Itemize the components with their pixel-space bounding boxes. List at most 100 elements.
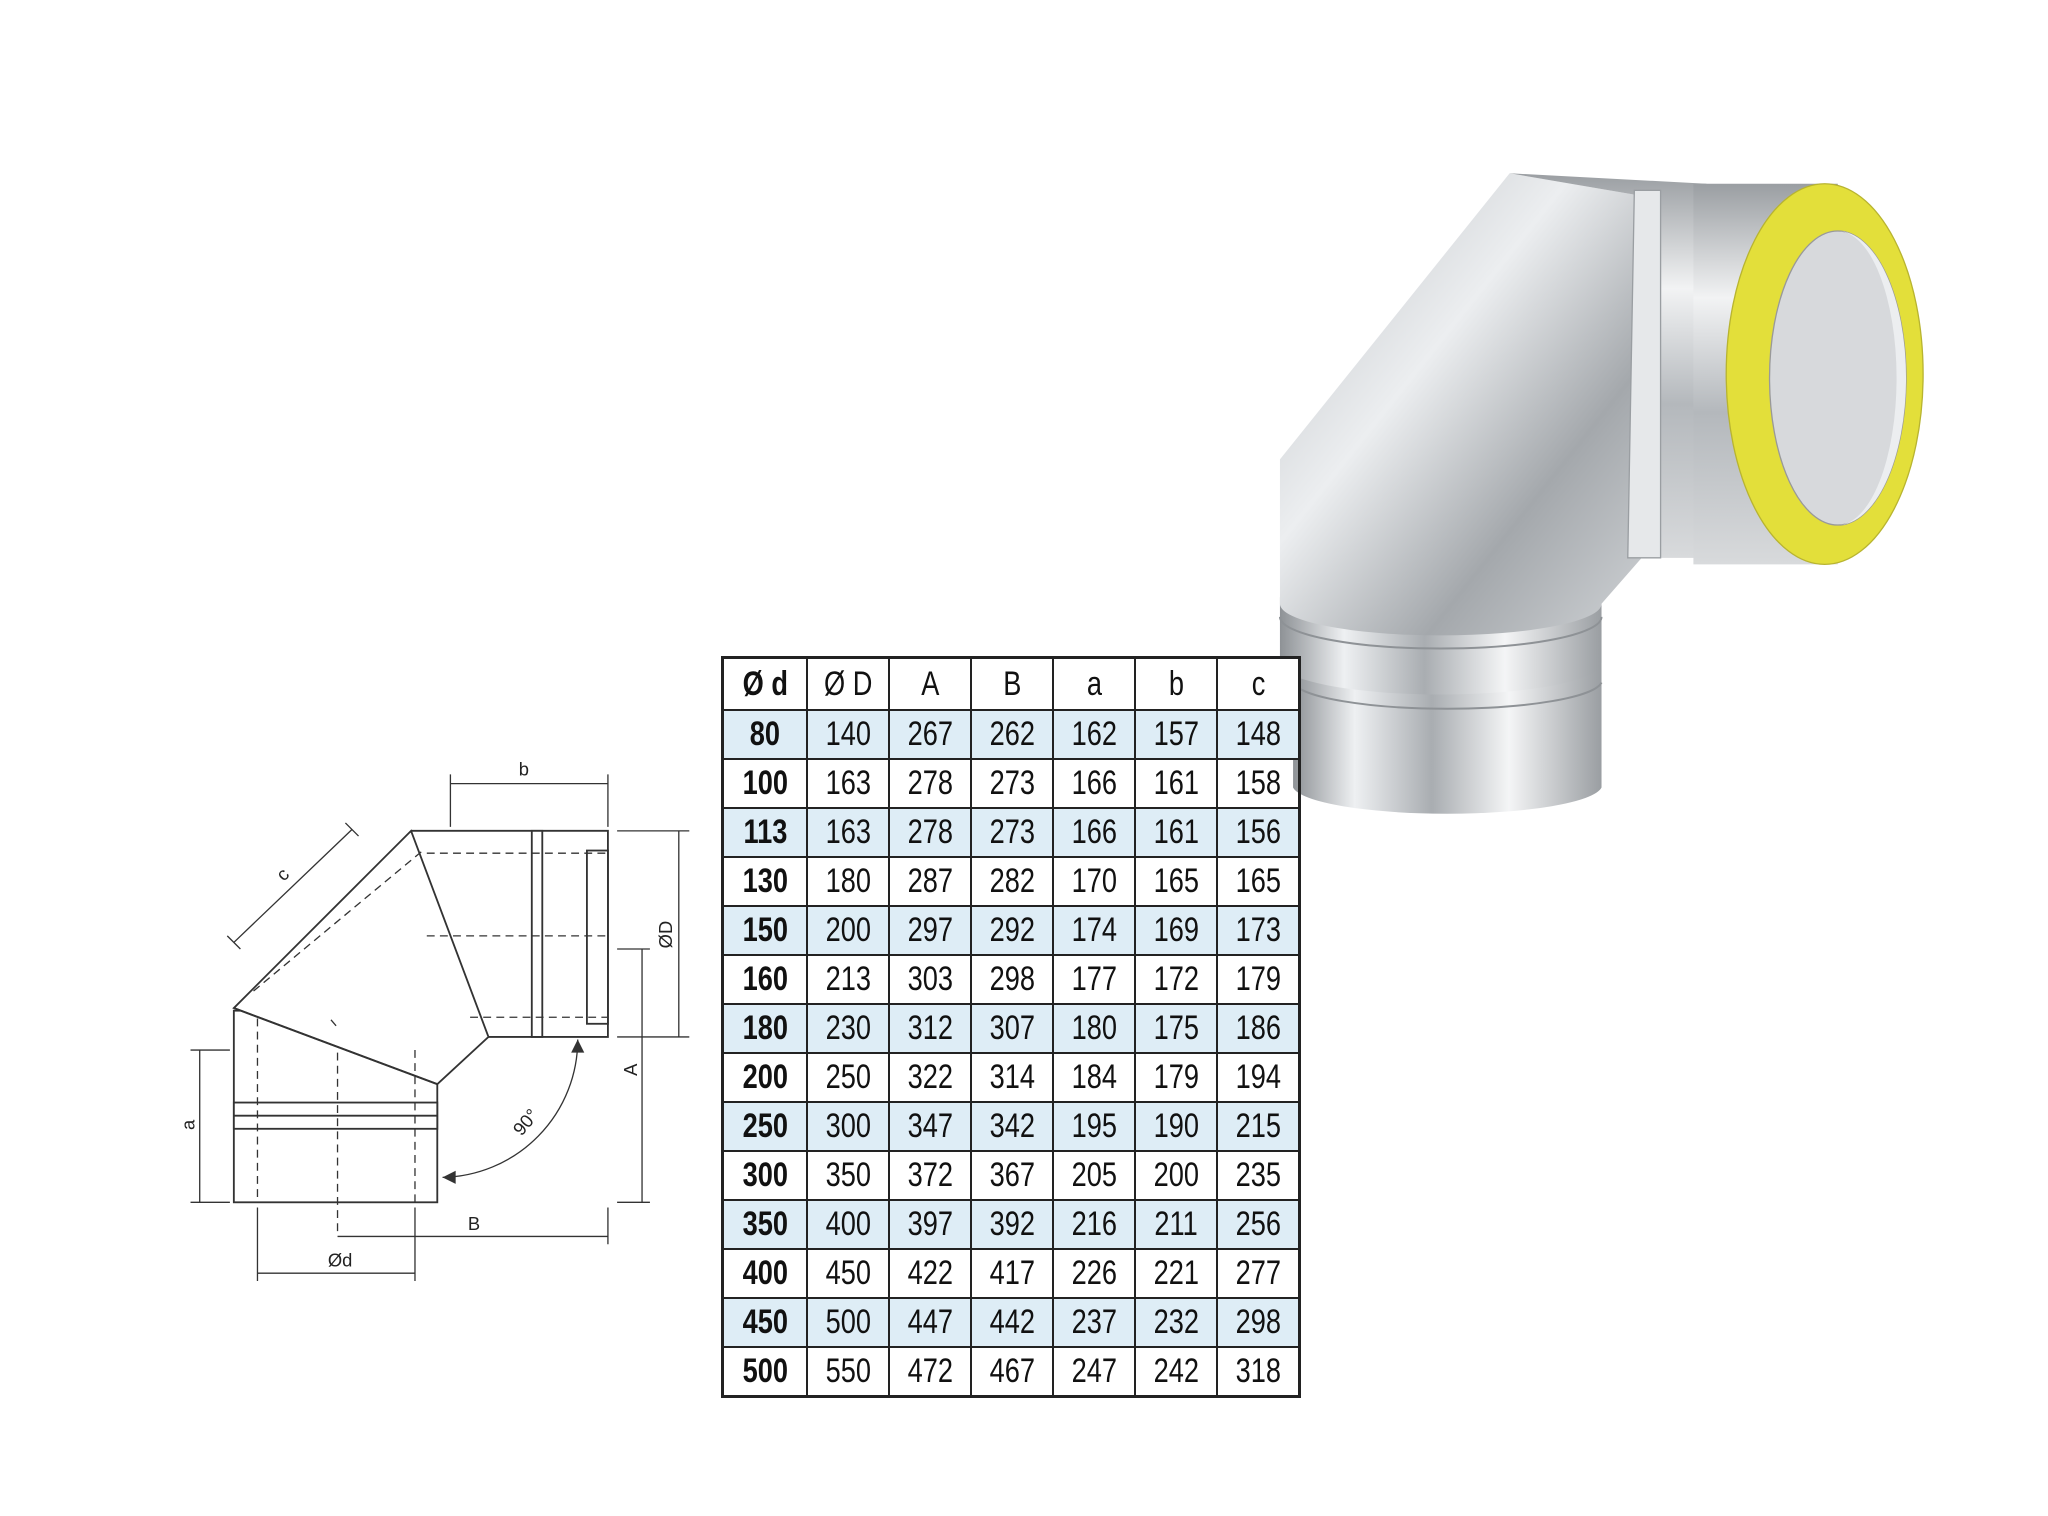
cell-value: 292	[989, 911, 1035, 949]
cell-value: 397	[907, 1205, 953, 1243]
right-band	[530, 829, 544, 1038]
table-cell: 314	[970, 1052, 1054, 1103]
cell-value: 157	[1153, 715, 1199, 753]
table-cell: 400	[806, 1199, 890, 1250]
table-cell: 174	[1052, 905, 1136, 956]
table-cell: 247	[1052, 1346, 1136, 1398]
column-header: a	[1052, 656, 1136, 711]
cell-value: 180	[1071, 1009, 1117, 1047]
table-cell: 175	[1134, 1003, 1218, 1054]
table-cell: 205	[1052, 1150, 1136, 1201]
cell-value: 273	[989, 764, 1035, 802]
cell-value: 322	[907, 1058, 953, 1096]
cell-value: 180	[825, 862, 871, 900]
label-B: B	[468, 1213, 480, 1234]
table-cell: 500	[806, 1297, 890, 1348]
column-header-label: c	[1251, 664, 1265, 703]
table-cell: 211	[1134, 1199, 1218, 1250]
cell-value: 169	[1153, 911, 1199, 949]
table-cell: 256	[1216, 1199, 1301, 1250]
table-cell: 177	[1052, 954, 1136, 1005]
table-cell: 179	[1134, 1052, 1218, 1103]
cell-value: 372	[907, 1156, 953, 1194]
cell-value: 213	[825, 960, 871, 998]
table-cell: 392	[970, 1199, 1054, 1250]
cell-value: 298	[989, 960, 1035, 998]
table-cell: 467	[970, 1346, 1054, 1398]
table-cell: 442	[970, 1297, 1054, 1348]
table-cell: 165	[1134, 856, 1218, 907]
cell-value: 162	[1071, 715, 1117, 753]
table-cell: 166	[1052, 807, 1136, 858]
column-header: A	[888, 656, 972, 711]
cell-value: 205	[1071, 1156, 1117, 1194]
cell-value: 278	[907, 764, 953, 802]
cell-value: 307	[989, 1009, 1035, 1047]
table-cell: 422	[888, 1248, 972, 1299]
table-cell: 226	[1052, 1248, 1136, 1299]
cell-value: 158	[1235, 764, 1281, 802]
cell-value: 447	[907, 1303, 953, 1341]
cell-value: 300	[742, 1156, 788, 1194]
table-cell: 165	[1216, 856, 1301, 907]
table-cell: 300	[806, 1101, 890, 1152]
table-row: 80 140 267 262 162 157 148	[721, 709, 1301, 760]
label-angle: 90°	[509, 1105, 543, 1140]
table-cell: 300	[721, 1150, 808, 1201]
table-cell: 169	[1134, 905, 1218, 956]
cell-value: 179	[1153, 1058, 1199, 1096]
table-cell: 221	[1134, 1248, 1218, 1299]
table-cell: 262	[970, 709, 1054, 760]
table-cell: 372	[888, 1150, 972, 1201]
cell-value: 170	[1071, 862, 1117, 900]
cell-value: 195	[1071, 1107, 1117, 1145]
cell-value: 221	[1153, 1254, 1199, 1292]
cell-value: 200	[742, 1058, 788, 1096]
cell-value: 314	[989, 1058, 1035, 1096]
table-cell: 400	[721, 1248, 808, 1299]
cell-value: 342	[989, 1107, 1035, 1145]
table-cell: 450	[721, 1297, 808, 1348]
label-OD: ØD	[655, 921, 676, 949]
cell-value: 140	[825, 715, 871, 753]
cell-value: 161	[1153, 764, 1199, 802]
column-header-label: a	[1086, 664, 1102, 703]
table-cell: 298	[970, 954, 1054, 1005]
table-cell: 303	[888, 954, 972, 1005]
cell-value: 200	[1153, 1156, 1199, 1194]
cell-value: 367	[989, 1156, 1035, 1194]
cell-value: 161	[1153, 813, 1199, 851]
cell-value: 400	[742, 1254, 788, 1292]
cell-value: 174	[1071, 911, 1117, 949]
cell-value: 278	[907, 813, 953, 851]
column-header: Ø D	[806, 656, 890, 711]
table-cell: 312	[888, 1003, 972, 1054]
table-cell: 148	[1216, 709, 1301, 760]
cell-value: 350	[825, 1156, 871, 1194]
column-header-label: Ø D	[823, 664, 873, 703]
cell-value: 500	[825, 1303, 871, 1341]
table-cell: 113	[721, 807, 808, 858]
table-cell: 318	[1216, 1346, 1301, 1398]
table-cell: 163	[806, 758, 890, 809]
table-cell: 166	[1052, 758, 1136, 809]
table-cell: 273	[970, 807, 1054, 858]
cell-value: 230	[825, 1009, 871, 1047]
cell-value: 277	[1235, 1254, 1281, 1292]
cell-value: 180	[742, 1009, 788, 1047]
column-header: c	[1216, 656, 1301, 711]
cell-value: 347	[907, 1107, 953, 1145]
table-cell: 282	[970, 856, 1054, 907]
cell-value: 450	[742, 1303, 788, 1341]
table-cell: 347	[888, 1101, 972, 1152]
table-cell: 80	[721, 709, 808, 760]
cell-value: 165	[1153, 862, 1199, 900]
elbow-product-photo	[1278, 173, 1924, 814]
cell-value: 194	[1235, 1058, 1281, 1096]
cell-value: 297	[907, 911, 953, 949]
cell-value: 267	[907, 715, 953, 753]
